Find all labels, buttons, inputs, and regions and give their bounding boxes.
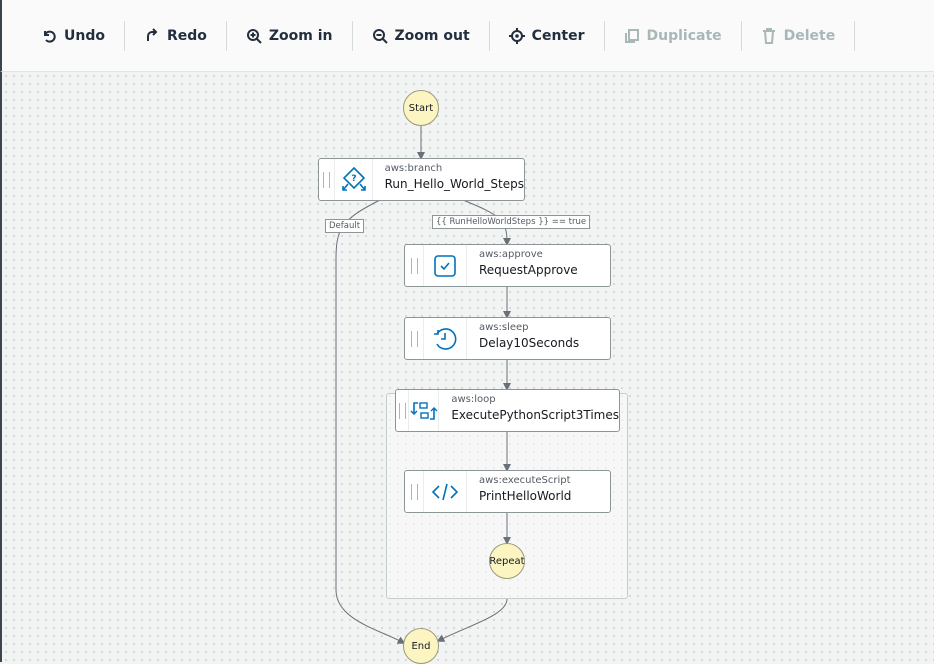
loop-icon [410,401,438,420]
approve-icon [434,254,456,277]
edge-label-condition: {{ RunHelloWorldSteps }} == true [432,215,591,229]
repeat-node[interactable]: Repeat [489,543,525,579]
drag-handle[interactable] [319,159,334,200]
step-type: aws:loop [451,394,496,405]
workflow-canvas[interactable]: Default {{ RunHelloWorldSteps }} == true… [0,72,934,664]
redo-label: Redo [166,27,207,44]
sleep-icon [434,327,457,350]
svg-text:?: ? [351,174,356,184]
edge-default [335,199,406,644]
zoom-in-label: Zoom in [268,27,333,44]
step-type: aws:sleep [479,322,529,333]
end-node[interactable]: End [403,628,439,664]
zoom-in-button[interactable]: Zoom in [227,20,353,51]
duplicate-button[interactable]: Duplicate [605,20,742,51]
drag-handle[interactable] [405,318,423,359]
undo-icon [44,30,56,43]
branch-icon: ? [341,166,366,191]
zoom-out-button[interactable]: Zoom out [353,20,490,51]
center-button[interactable]: Center [490,20,605,51]
edge-loop-end [436,598,508,642]
toolbar: Undo Redo Zoom in Zoom out Center Duplic… [0,0,934,72]
step-name: Run_Hello_World_Steps [384,177,524,191]
zoom-out-label: Zoom out [394,27,470,44]
edge-label-default: Default [325,219,365,233]
zoom-in-icon [246,28,262,44]
step-name: ExecutePythonScript3Times [451,408,619,422]
drag-handle[interactable] [396,390,408,431]
step-type: aws:executeScript [479,475,571,486]
step-name: PrintHelloWorld [479,489,572,503]
delete-button[interactable]: Delete [742,20,856,51]
drag-handle[interactable] [405,471,423,512]
step-type: aws:approve [479,249,543,260]
trash-icon [762,27,775,44]
center-label: Center [531,27,585,44]
start-node[interactable]: Start [403,90,439,126]
undo-button[interactable]: Undo [22,20,125,51]
drag-handle[interactable] [405,245,423,286]
code-icon [431,483,459,500]
redo-button[interactable]: Redo [125,20,227,51]
step-name: Delay10Seconds [479,336,580,350]
duplicate-icon [624,28,639,43]
delete-label: Delete [783,27,836,44]
undo-label: Undo [64,27,105,44]
step-name: RequestApprove [479,263,578,277]
duplicate-label: Duplicate [646,27,722,44]
zoom-out-icon [372,28,388,44]
center-icon [508,27,525,44]
redo-icon [146,27,158,41]
step-type: aws:branch [384,163,443,174]
